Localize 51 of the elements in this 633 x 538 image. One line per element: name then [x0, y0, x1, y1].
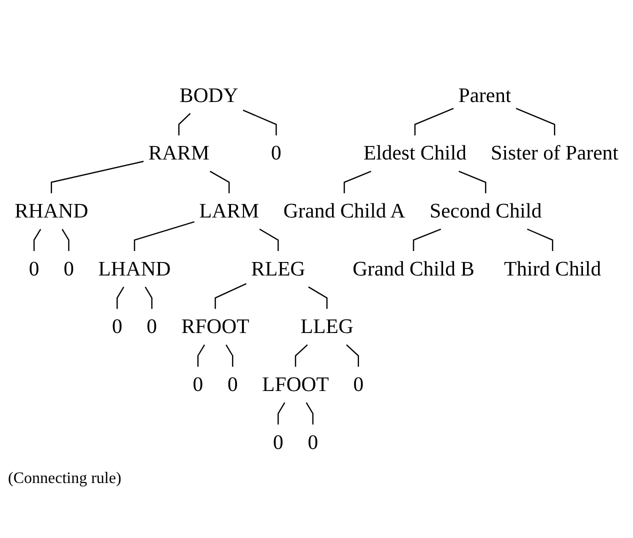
connector: [346, 344, 359, 367]
connector: [344, 170, 372, 194]
node-text: 0: [112, 314, 122, 338]
connector: [516, 108, 556, 136]
node-text: RLEG: [251, 257, 306, 280]
node-text: 0: [272, 430, 284, 454]
node-text: 0: [28, 257, 40, 280]
connector: [197, 344, 206, 367]
node-text: LARM: [199, 199, 259, 222]
node-text: BODY: [180, 84, 238, 107]
connector: [412, 228, 442, 252]
node-text: RFOOT: [181, 314, 250, 338]
connector: [526, 228, 554, 252]
connector: [226, 344, 234, 367]
node-text: Grand Child A: [283, 199, 406, 222]
node-text: Third Child: [504, 257, 602, 280]
node-text: 0: [353, 372, 364, 396]
note-text: (Connecting rule): [8, 470, 122, 488]
connector: [33, 228, 42, 252]
connector: [116, 286, 124, 309]
connector: [134, 221, 194, 252]
node-text: RARM: [148, 141, 210, 165]
node-text: Second Child: [430, 199, 542, 222]
connector: [214, 283, 247, 309]
connector: [278, 402, 286, 425]
connector: [62, 228, 70, 252]
connector: [259, 228, 279, 252]
node-text: LLEG: [300, 314, 354, 338]
node-text: 0: [146, 314, 158, 338]
connector: [294, 344, 308, 367]
node-text: Eldest Child: [364, 141, 466, 165]
node-text: 0: [308, 430, 318, 454]
connector: [306, 402, 314, 425]
connector: [144, 286, 152, 309]
node-text: LHAND: [98, 257, 171, 280]
connector: [458, 170, 486, 194]
connector: [414, 108, 454, 136]
node-text: 0: [192, 372, 204, 396]
connector: [178, 113, 191, 136]
node-text: 0: [64, 257, 74, 280]
connector: [50, 160, 144, 194]
node-text: 0: [227, 372, 238, 396]
node-text: LFOOT: [262, 372, 329, 396]
node-text: 0: [271, 141, 282, 165]
connector: [242, 110, 277, 136]
node-text: RHAND: [14, 199, 88, 222]
node-text: Sister of Parent: [490, 141, 618, 165]
node-text: Parent: [458, 84, 512, 107]
connector: [308, 286, 328, 309]
connector: [210, 170, 230, 194]
node-text: Grand Child B: [352, 257, 474, 280]
